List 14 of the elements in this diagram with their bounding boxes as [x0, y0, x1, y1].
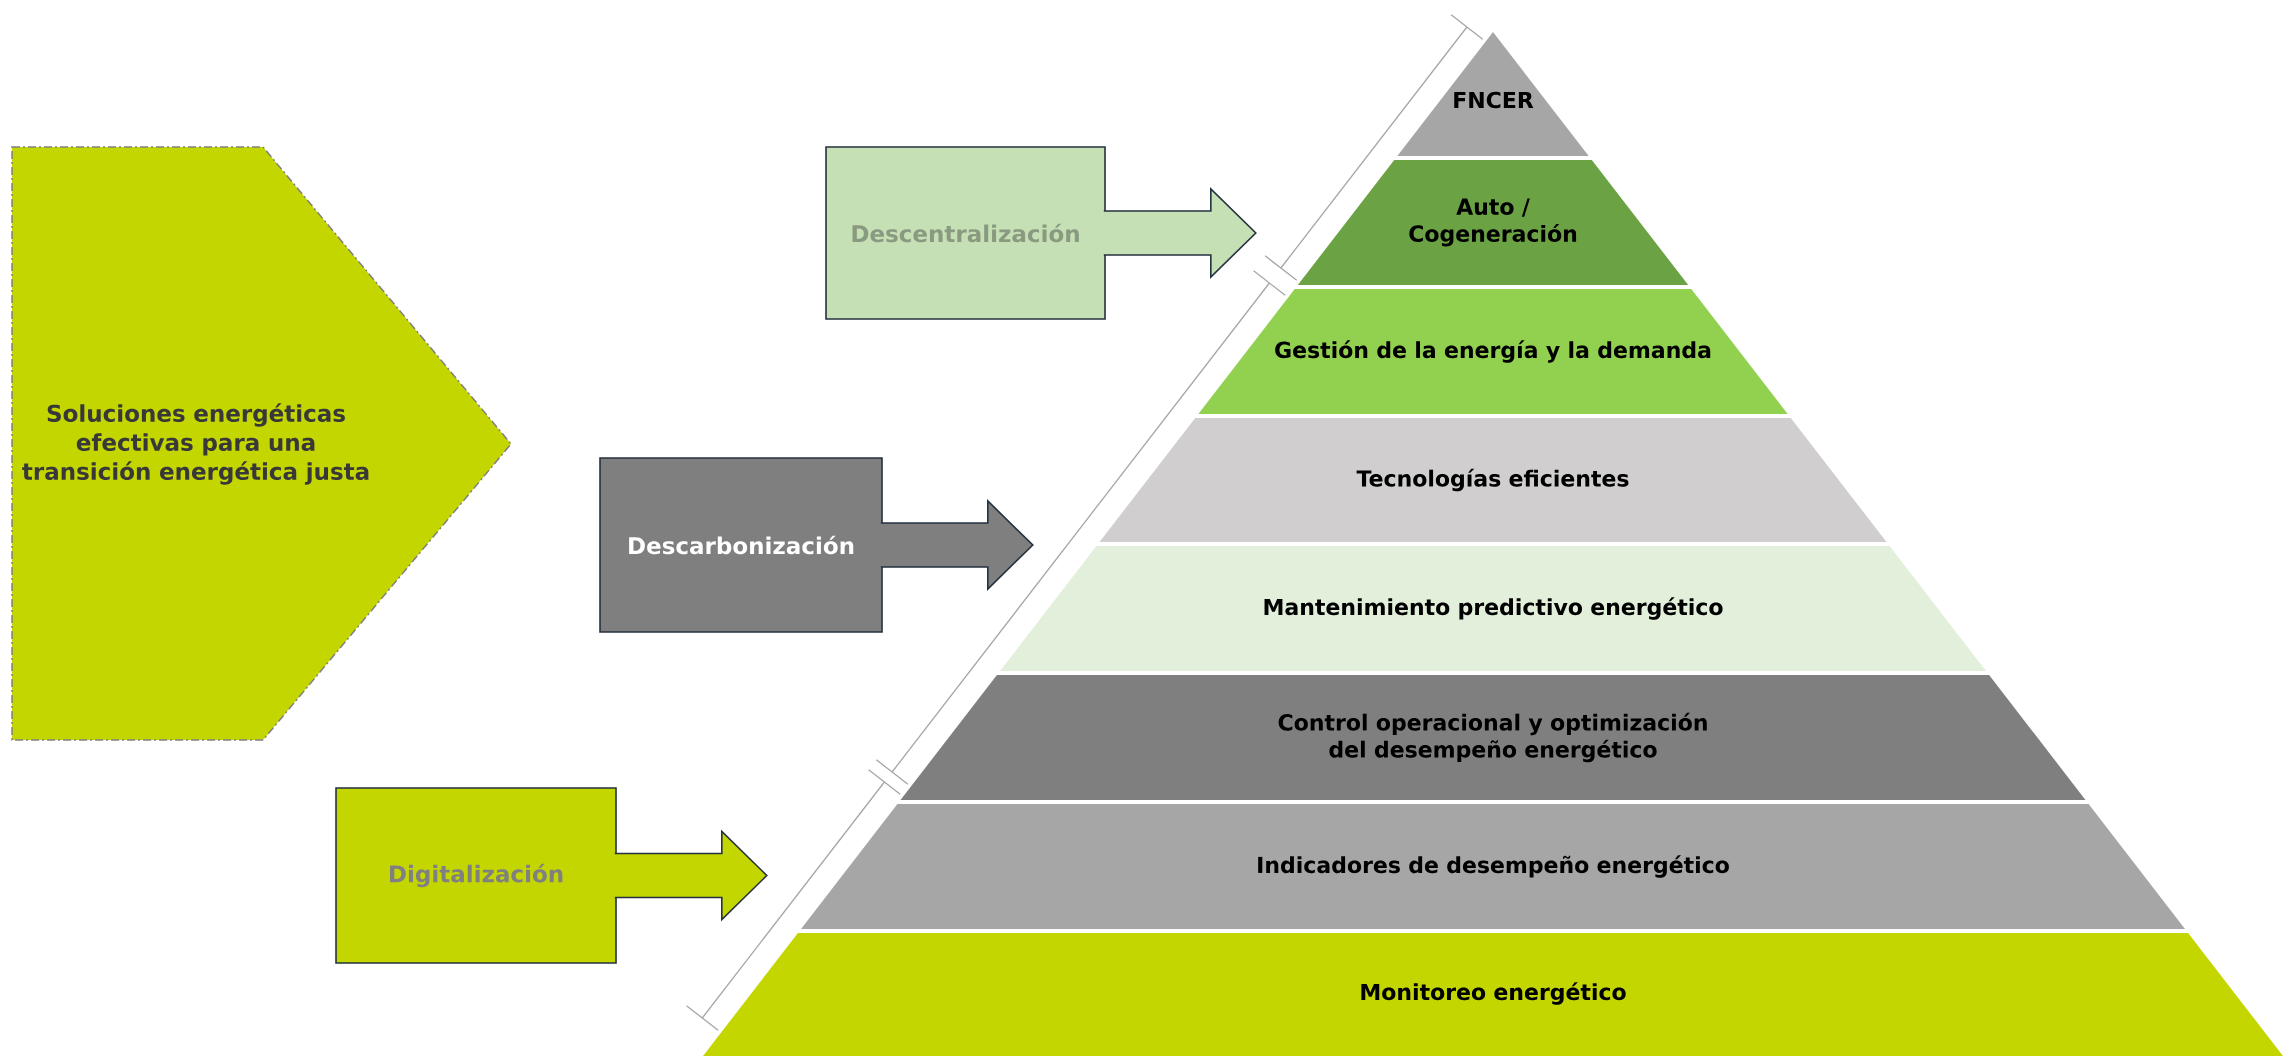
pyramid-level: Monitoreo energético [703, 933, 2283, 1056]
pyramid-level: Control operacional y optimización del desempeño energético [900, 675, 2086, 800]
pyramid-level: Indicadores de desempeño energético [801, 804, 2185, 929]
pyramid-level: Mantenimiento predictivo energético [1000, 546, 1986, 671]
block-arrow [880, 499, 1034, 591]
pyramid-level: FNCER [1397, 32, 1589, 156]
pyramid-level: Gestión de la energía y la demanda [1198, 289, 1788, 414]
block-arrow [1103, 187, 1257, 279]
process-box: Descentralización [825, 146, 1106, 320]
pyramid-level: Tecnologías eficientes [1099, 418, 1887, 542]
process-box: Descarbonización [599, 457, 883, 633]
block-arrow [614, 829, 768, 922]
pyramid-level: Auto / Cogeneración [1297, 160, 1689, 285]
process-box: Digitalización [335, 787, 617, 964]
